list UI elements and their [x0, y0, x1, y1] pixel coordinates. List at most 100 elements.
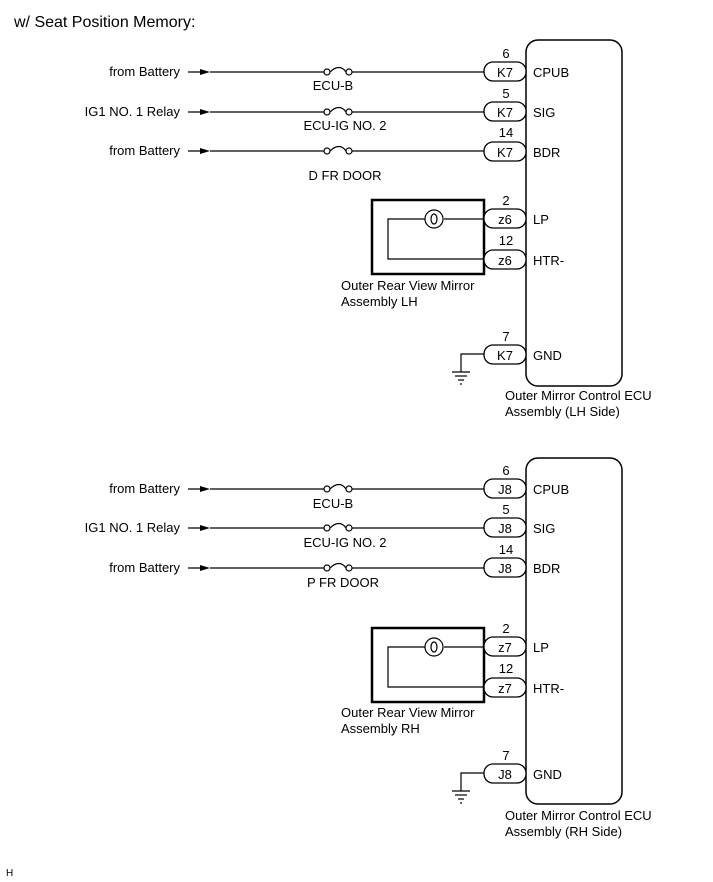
section-lh: Outer Mirror Control ECU Assembly (LH Si… [85, 39, 652, 419]
connector-pill [483, 677, 527, 698]
arrow-icon [200, 69, 210, 75]
connector-pill [483, 61, 527, 82]
ground-row-rh: 7 J8 GND [452, 748, 562, 804]
pin-number: 7 [502, 329, 509, 344]
terminal-label: SIG [533, 521, 555, 536]
connector-pill [483, 208, 527, 229]
heater-lamp-icon [424, 209, 444, 229]
fuse-label: D FR DOOR [309, 168, 382, 183]
connector-code: z7 [498, 640, 512, 655]
input-row-sig-lh: IG1 NO. 1 Relay ECU-IG NO. 2 5 K7 SIG [85, 86, 556, 133]
connector-code: J8 [498, 482, 512, 497]
arrow-icon [200, 525, 210, 531]
ecu-name-lh-line2: Assembly (LH Side) [505, 404, 620, 419]
pin-number: 12 [499, 661, 513, 676]
pin-number: 14 [499, 125, 513, 140]
input-row-bdr-rh: from Battery P FR DOOR 14 J8 BDR [109, 542, 560, 590]
connector-pill [483, 557, 527, 578]
connector-pill [483, 478, 527, 499]
terminal-label: GND [533, 348, 562, 363]
fuse-icon [323, 483, 353, 493]
fuse-label: ECU-B [313, 496, 353, 511]
connector-code: z6 [498, 212, 512, 227]
mirror-assembly-rh: 2 z7 LP 12 z7 HTR- Outer Rear View Mirro… [341, 621, 564, 736]
fuse-icon [323, 522, 353, 532]
fuse-label: ECU-IG NO. 2 [303, 118, 386, 133]
pin-number: 14 [499, 542, 513, 557]
terminal-label: HTR- [533, 253, 564, 268]
fuse-icon [323, 66, 353, 76]
pin-number: 2 [502, 193, 509, 208]
terminal-label: BDR [533, 561, 560, 576]
terminal-label: SIG [533, 105, 555, 120]
fuse-icon [323, 562, 353, 572]
input-row-bdr-lh: from Battery D FR DOOR 14 K7 BDR [109, 125, 560, 183]
source-label: from Battery [109, 64, 180, 79]
connector-code: K7 [497, 145, 513, 160]
source-label: from Battery [109, 560, 180, 575]
source-label: IG1 NO. 1 Relay [85, 104, 181, 119]
ground-row-lh: 7 K7 GND [452, 329, 562, 385]
connector-code: J8 [498, 767, 512, 782]
connector-code: z6 [498, 253, 512, 268]
pin-number: 6 [502, 46, 509, 61]
terminal-label: LP [533, 212, 549, 227]
section-rh: Outer Mirror Control ECU Assembly (RH Si… [85, 457, 652, 839]
arrow-icon [200, 148, 210, 154]
ecu-box-lh [525, 39, 623, 387]
connector-pill [483, 636, 527, 657]
pin-number: 5 [502, 502, 509, 517]
terminal-label: CPUB [533, 482, 569, 497]
ground-icon [452, 790, 470, 804]
connector-code: J8 [498, 561, 512, 576]
terminal-label: GND [533, 767, 562, 782]
ecu-name-lh-line1: Outer Mirror Control ECU [505, 388, 652, 403]
terminal-label: LP [533, 640, 549, 655]
connector-pill [483, 141, 527, 162]
footer-code: H [6, 868, 13, 879]
heater-lamp-icon [424, 637, 444, 657]
pin-number: 7 [502, 748, 509, 763]
arrow-icon [200, 486, 210, 492]
pin-number: 2 [502, 621, 509, 636]
connector-code: K7 [497, 348, 513, 363]
mirror-name-line2: Assembly LH [341, 294, 418, 309]
mirror-name-line1: Outer Rear View Mirror [341, 705, 475, 720]
ecu-box-rh [525, 457, 623, 805]
connector-code: K7 [497, 105, 513, 120]
terminal-label: BDR [533, 145, 560, 160]
fuse-icon [323, 145, 353, 155]
source-label: IG1 NO. 1 Relay [85, 520, 181, 535]
arrow-icon [200, 109, 210, 115]
ground-icon [452, 371, 470, 385]
mirror-box [370, 626, 486, 704]
ecu-name-rh-line2: Assembly (RH Side) [505, 824, 622, 839]
fuse-label: P FR DOOR [307, 575, 379, 590]
source-label: from Battery [109, 143, 180, 158]
pin-number: 5 [502, 86, 509, 101]
input-row-cpub-lh: from Battery ECU-B 6 K7 CPUB [109, 46, 569, 93]
fuse-label: ECU-IG NO. 2 [303, 535, 386, 550]
source-label: from Battery [109, 481, 180, 496]
connector-pill [483, 101, 527, 122]
fuse-label: ECU-B [313, 78, 353, 93]
connector-code: K7 [497, 65, 513, 80]
pin-number: 6 [502, 463, 509, 478]
pin-number: 12 [499, 233, 513, 248]
fuse-icon [323, 106, 353, 116]
connector-pill [483, 249, 527, 270]
mirror-name-line2: Assembly RH [341, 721, 420, 736]
connector-pill [483, 517, 527, 538]
terminal-label: CPUB [533, 65, 569, 80]
mirror-assembly-lh: 2 z6 LP 12 z6 HTR- Outer Rear View Mirro… [341, 193, 564, 309]
connector-code: J8 [498, 521, 512, 536]
input-row-cpub-rh: from Battery ECU-B 6 J8 CPUB [109, 463, 569, 511]
input-row-sig-rh: IG1 NO. 1 Relay ECU-IG NO. 2 5 J8 SIG [85, 502, 556, 550]
connector-code: z7 [498, 681, 512, 696]
terminal-label: HTR- [533, 681, 564, 696]
mirror-name-line1: Outer Rear View Mirror [341, 278, 475, 293]
arrow-icon [200, 565, 210, 571]
mirror-box [370, 198, 486, 276]
diagram-title: w/ Seat Position Memory: [13, 14, 195, 31]
